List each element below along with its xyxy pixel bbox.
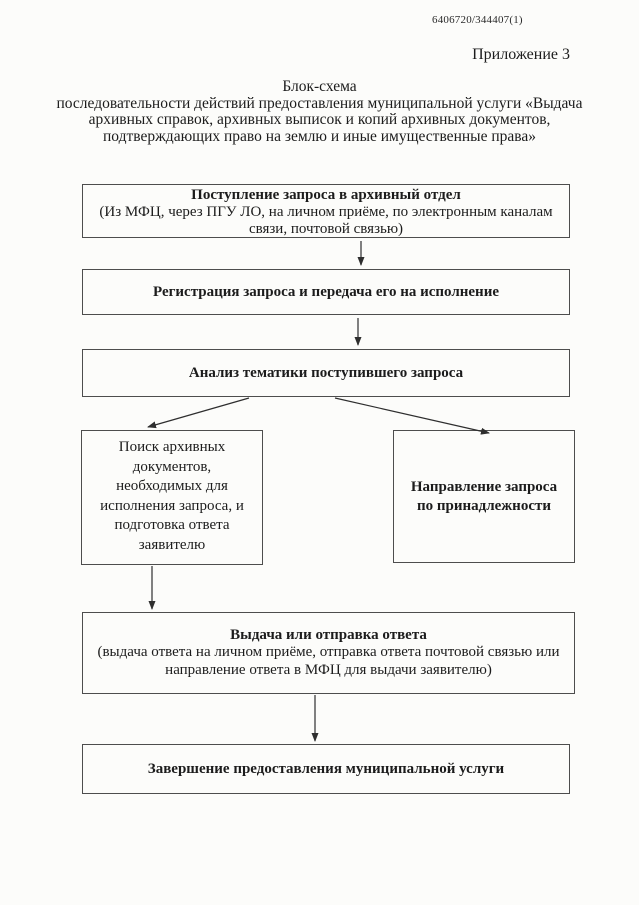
page-title-line: последовательности действий предоставлен… bbox=[56, 94, 583, 112]
flow-box-delivery: Выдача или отправка ответа (выдача ответ… bbox=[82, 612, 575, 694]
flow-box-registration-title: Регистрация запроса и передача его на ис… bbox=[152, 283, 500, 300]
page-title-line: подтверждающих право на землю и иные иму… bbox=[102, 127, 536, 145]
page-title-line: Блок-схема bbox=[282, 78, 357, 95]
flow-box-completion: Завершение предоставления муниципальной … bbox=[82, 744, 570, 794]
arrow-analysis-to-forwarding bbox=[334, 397, 490, 435]
flow-box-delivery-subtitle: (выдача ответа на личном приёме, отправк… bbox=[97, 644, 560, 678]
flow-box-receipt-title: Поступление запроса в архивный отдел bbox=[191, 187, 461, 203]
page-title: Блок-схема последовательности действий п… bbox=[40, 78, 599, 145]
flow-box-delivery-title: Выдача или отправка ответа bbox=[230, 626, 427, 643]
flow-box-completion-title: Завершение предоставления муниципальной … bbox=[147, 760, 505, 777]
flow-box-search-text: Поиск архивных документов, необходимых д… bbox=[100, 439, 244, 553]
flow-box-search: Поиск архивных документов, необходимых д… bbox=[81, 430, 263, 565]
flow-box-registration: Регистрация запроса и передача его на ис… bbox=[82, 269, 570, 315]
arrow-analysis-to-search bbox=[147, 397, 250, 429]
flow-box-forwarding-text: Направление запроса по принадлежности bbox=[410, 478, 558, 514]
flow-box-receipt: Поступление запроса в архивный отдел (Из… bbox=[82, 184, 570, 238]
page-title-line: архивных справок, архивных выписок и коп… bbox=[88, 111, 551, 128]
flow-box-receipt-subtitle: (Из МФЦ, через ПГУ ЛО, на личном приёме,… bbox=[99, 204, 553, 237]
flow-box-analysis-title: Анализ тематики поступившего запроса bbox=[188, 364, 464, 381]
flow-box-forwarding: Направление запроса по принадлежности bbox=[393, 430, 575, 563]
flow-box-analysis: Анализ тематики поступившего запроса bbox=[82, 349, 570, 397]
appendix-label: Приложение 3 bbox=[472, 46, 570, 63]
document-number: 6406720/344407(1) bbox=[432, 14, 523, 26]
